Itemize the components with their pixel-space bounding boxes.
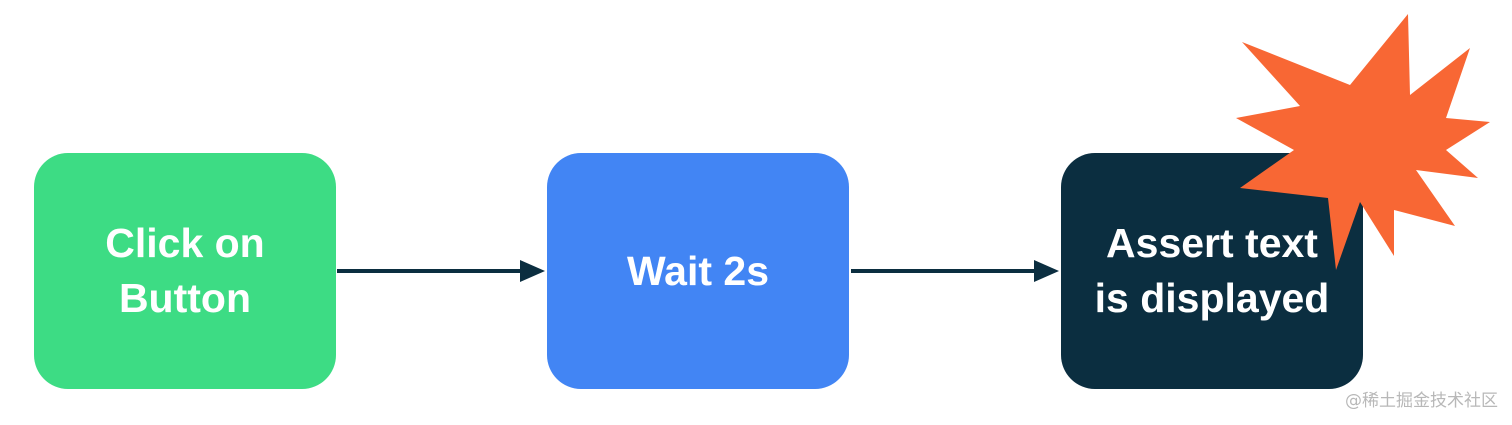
- step-wait: Wait 2s: [547, 153, 849, 389]
- step-label: Click on Button: [105, 220, 265, 321]
- step-label: Assert text is displayed: [1094, 220, 1330, 321]
- watermark: @稀土掘金技术社区: [1345, 391, 1498, 411]
- arrow-click-to-wait: [337, 260, 545, 282]
- step-assert-text: Assert text is displayed: [1061, 153, 1363, 389]
- step-label: Wait 2s: [626, 247, 770, 294]
- arrow-wait-to-assert: [851, 260, 1059, 282]
- step-click-on-button: Click on Button: [34, 153, 336, 389]
